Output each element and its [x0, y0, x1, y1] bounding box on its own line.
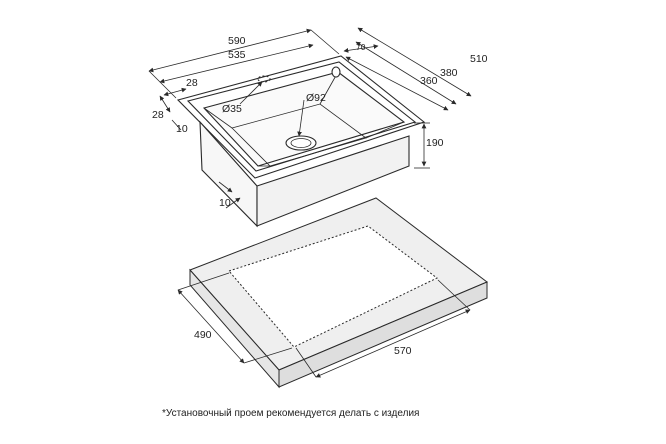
countertop-cutout [228, 225, 438, 348]
overflow-hole [331, 66, 341, 78]
dim-28-left: 28 [152, 109, 164, 121]
dim-490: 490 [194, 329, 212, 341]
dim-380: 380 [440, 67, 458, 79]
dimension-labels: 590 535 28 28 10 Ø92 Ø35 510 380 360 70 … [152, 35, 488, 357]
sink-bowl-right-wall [256, 135, 410, 227]
dim-190: 190 [426, 137, 444, 149]
dim-28-top: 28 [186, 77, 198, 89]
sink-dimension-lines [148, 27, 472, 209]
dim-590: 590 [228, 35, 246, 47]
dim-10-left: 10 [176, 123, 188, 135]
sink-drawing [176, 55, 426, 228]
countertop-dimension-lines [177, 272, 471, 378]
countertop-drawing [189, 197, 488, 389]
dim-360: 360 [420, 75, 438, 87]
dim-570: 570 [394, 345, 412, 357]
dim-70: 70 [356, 42, 366, 52]
dim-510: 510 [470, 53, 488, 65]
dim-10-bottom: 10 [219, 197, 231, 209]
dim-tap-diameter: Ø35 [222, 103, 242, 115]
installation-footnote: *Установочный проем рекомендуется делать… [162, 408, 420, 419]
dim-drain-diameter: Ø92 [306, 92, 326, 104]
dim-535: 535 [228, 49, 246, 61]
